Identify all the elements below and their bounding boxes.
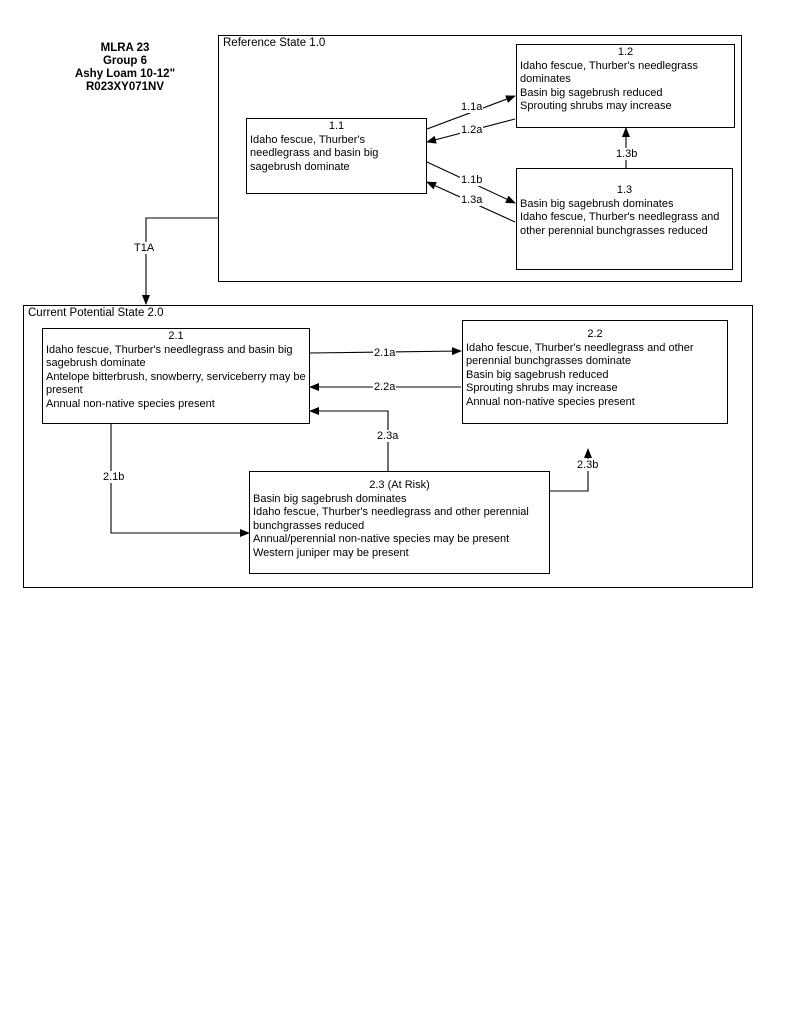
phase-description-line: Antelope bitterbrush, snowberry, service… [46,370,306,397]
phase-description-line: Basin big sagebrush reduced [520,86,663,99]
transition-label-2-1b: 2.1b [102,471,126,483]
arrow-2-3a [309,407,389,471]
phase-description-line: Basin big sagebrush dominates [520,197,674,210]
phase-description-line: Annual non-native species present [466,395,635,408]
arrow-t1a [142,217,218,305]
phase-number: 1.3 [616,184,633,196]
transition-label-2-1a: 2.1a [373,347,397,359]
transition-label-1-1a: 1.1a [460,101,484,113]
community-phase-2-3: 2.3 (At Risk) Basin big sagebrush domina… [249,471,550,574]
reference-state-container: Reference State 1.0 [218,35,742,282]
transition-label-1-3a: 1.3a [460,194,484,206]
current-state-container: Current Potential State 2.0 [23,305,753,588]
phase-description-line: Idaho fescue, Thurber's needlegrass domi… [520,59,699,86]
phase-description-line: Annual non-native species present [46,397,215,410]
transition-label-t1a: T1A [133,242,156,254]
current-state-label: Current Potential State 2.0 [28,307,164,319]
phase-number: 2.3 (At Risk) [369,479,430,491]
phase-description-line: Basin big sagebrush reduced [466,368,609,381]
phase-number: 2.2 [587,328,603,340]
phase-description-line: Annual/perennial non-native species may … [253,533,510,545]
transition-label-1-3b: 1.3b [615,148,639,160]
reference-state-label: Reference State 1.0 [223,37,326,49]
phase-description-line: Idaho fescue, Thurber's needlegrass and … [250,133,379,173]
transition-label-2-3b: 2.3b [576,459,600,471]
title-line-site-name: Ashy Loam 10-12" [74,68,176,80]
transition-label-2-2a: 2.2a [373,381,397,393]
community-phase-1-2: 1.2 Idaho fescue, Thurber's needlegrass … [516,44,735,128]
phase-description-line: Idaho fescue, Thurber's needlegrass and … [520,211,720,237]
transition-label-2-3a: 2.3a [376,430,400,442]
community-phase-2-1: 2.1 Idaho fescue, Thurber's needlegrass … [42,328,310,424]
phase-description-line: Western juniper may be present [253,546,409,559]
title-line-mlra: MLRA 23 [100,42,150,54]
phase-number: 1.1 [328,120,345,132]
phase-description-line: Idaho fescue, Thurber's needlegrass and … [253,506,529,532]
title-line-group: Group 6 [102,55,148,67]
community-phase-2-2: 2.2 Idaho fescue, Thurber's needlegrass … [462,320,728,424]
phase-description-line: Idaho fescue, Thurber's needlegrass and … [466,341,694,368]
community-phase-1-1: 1.1 Idaho fescue, Thurber's needlegrass … [246,118,427,194]
arrow-2-1b [110,424,250,537]
phase-number: 1.2 [617,46,634,58]
phase-number: 2.1 [168,330,184,342]
phase-description-line: Sprouting shrubs may increase [466,382,618,394]
title-line-site-id: R023XY071NV [86,81,164,93]
transition-label-1-1b: 1.1b [460,174,484,186]
community-phase-1-3: 1.3 Basin big sagebrush dominates Idaho … [516,168,733,270]
diagram-title: MLRA 23 Group 6 Ashy Loam 10-12" R023XY0… [60,42,190,94]
phase-description-line: Sprouting shrubs may increase [520,100,672,112]
phase-description-line: Idaho fescue, Thurber's needlegrass and … [46,343,293,370]
transition-label-1-2a: 1.2a [460,124,484,136]
phase-description-line: Basin big sagebrush dominates [253,492,407,505]
